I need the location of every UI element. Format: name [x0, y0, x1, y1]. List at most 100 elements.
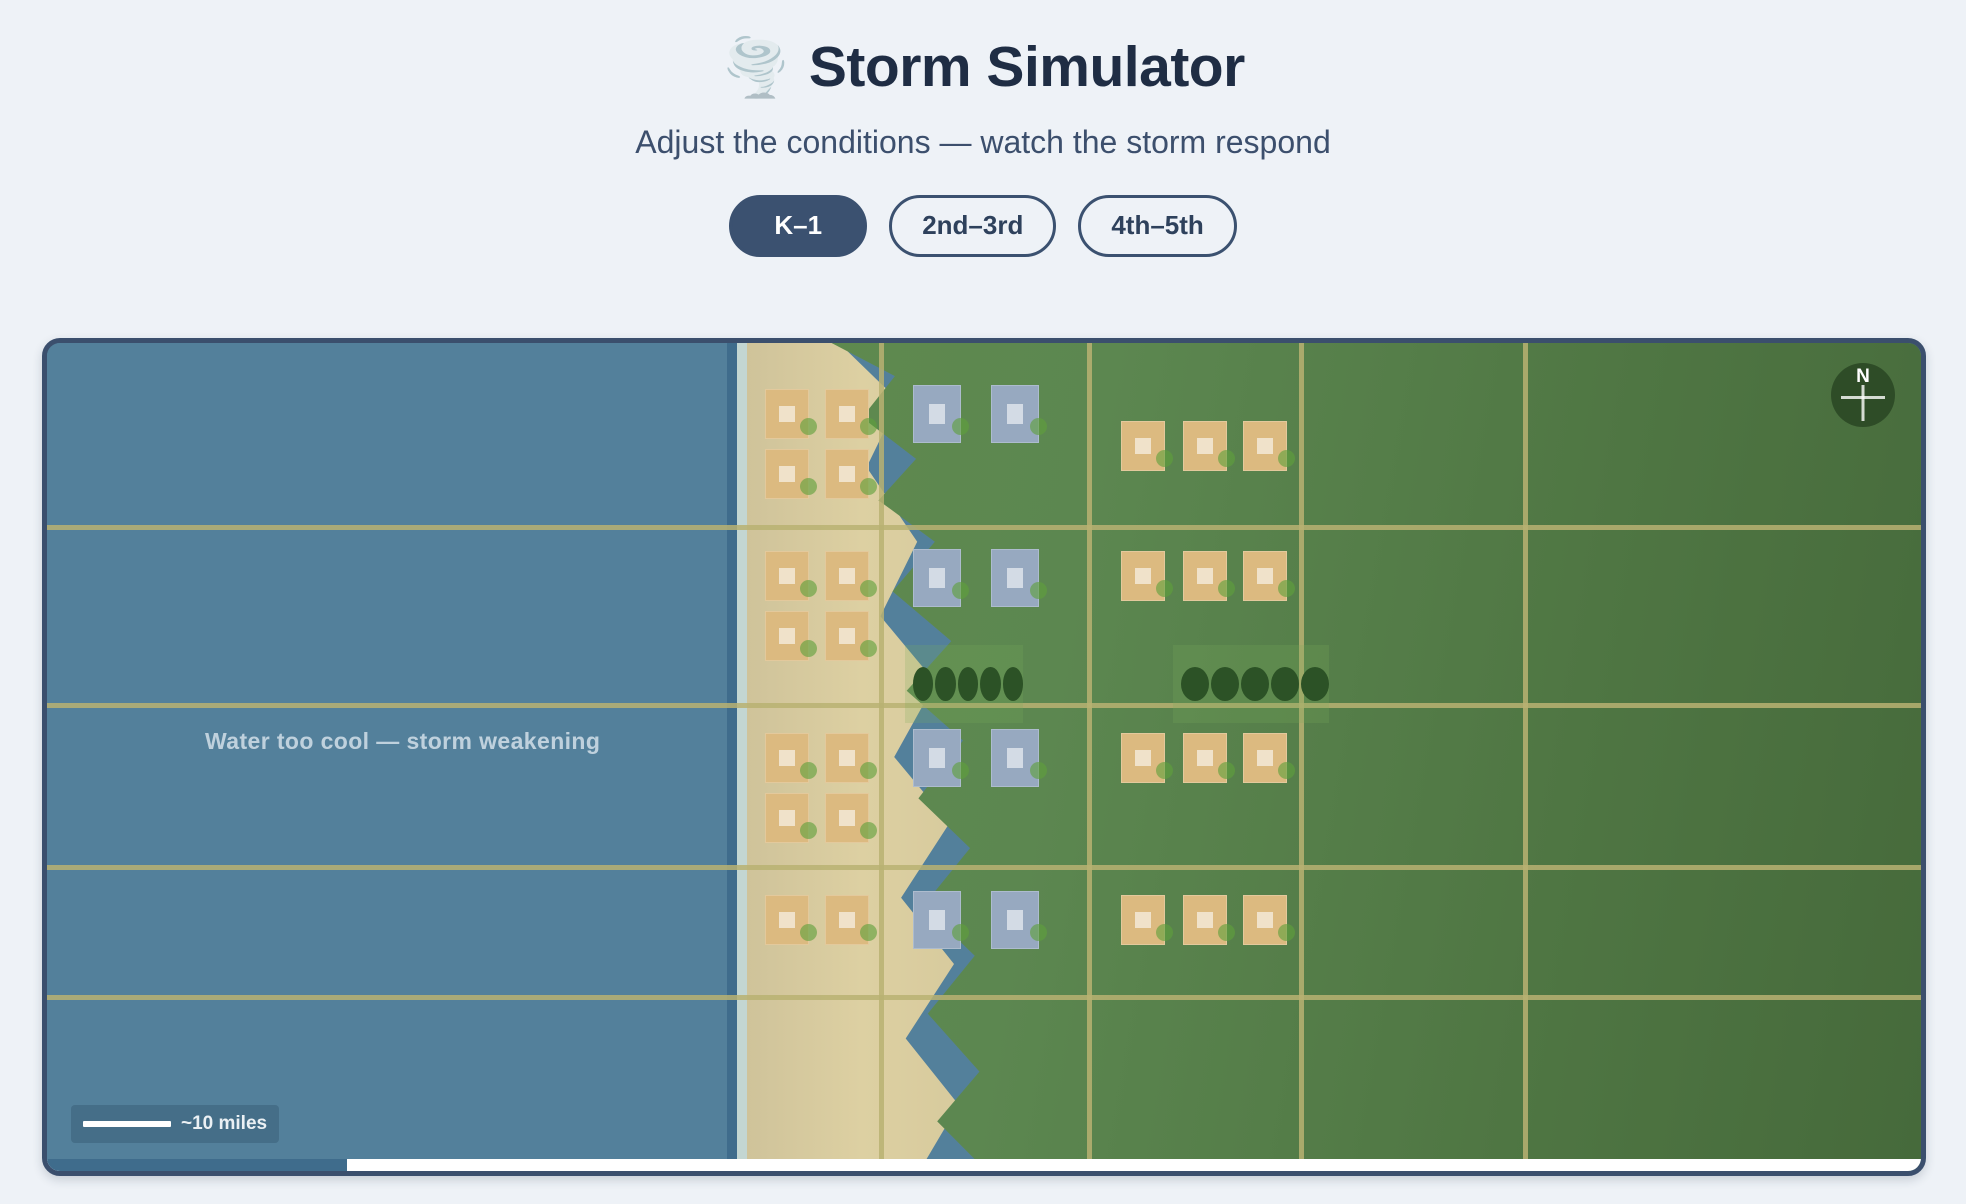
building-tan	[825, 449, 877, 499]
tree-icon	[957, 667, 979, 701]
building-roof	[1006, 568, 1024, 588]
road-vertical	[1523, 343, 1528, 1171]
title-row: 🌪️ Storm Simulator	[0, 35, 1966, 99]
map-bottom-band-water	[47, 1159, 347, 1171]
tree-icon	[1241, 667, 1269, 701]
road-horizontal	[47, 865, 1921, 870]
building-roof	[1257, 437, 1273, 455]
tree-icon	[980, 667, 1001, 701]
building-tan	[765, 551, 817, 601]
forest-patch	[1173, 645, 1329, 723]
building-roof	[1257, 567, 1273, 585]
scale-label: ~10 miles	[181, 1113, 268, 1134]
page-subtitle: Adjust the conditions — watch the storm …	[635, 123, 1331, 160]
building-roof	[1197, 911, 1213, 929]
building-tan	[1183, 421, 1235, 471]
road-horizontal	[47, 995, 1921, 1000]
building-tan	[1243, 733, 1295, 783]
building-roof	[779, 749, 795, 767]
building-gray	[991, 549, 1047, 607]
building-roof	[928, 568, 946, 588]
building-tan	[1121, 733, 1173, 783]
road-horizontal	[47, 525, 1921, 530]
building-tan	[1243, 551, 1295, 601]
map-bottom-band	[47, 1159, 1921, 1171]
building-tan	[825, 895, 877, 945]
building-tan	[1183, 733, 1235, 783]
building-tan	[1121, 421, 1173, 471]
scale-rule	[83, 1121, 171, 1127]
building-roof	[1135, 749, 1151, 767]
tree-icon	[913, 667, 934, 701]
storm-map[interactable]: N Water too cool — storm weakening ~10 m…	[42, 338, 1926, 1176]
tab-grade-k-1[interactable]: K–1	[729, 194, 868, 257]
building-tan	[1183, 895, 1235, 945]
building-roof	[1197, 437, 1213, 455]
building-roof	[839, 627, 855, 645]
forest-patch	[905, 645, 1024, 723]
building-tan	[765, 733, 817, 783]
building-tan	[765, 449, 817, 499]
tree-icon	[935, 667, 956, 701]
building-roof	[1197, 567, 1213, 585]
building-roof	[1257, 749, 1273, 767]
tree-icon	[1181, 667, 1209, 701]
tab-grade-4th-5th[interactable]: 4th–5th	[1078, 194, 1237, 257]
building-roof	[1197, 749, 1213, 767]
building-gray	[913, 891, 969, 949]
building-tan	[1121, 895, 1173, 945]
building-roof	[839, 567, 855, 585]
storm-status-message: Water too cool — storm weakening	[205, 728, 601, 754]
tree-icon	[1301, 667, 1329, 701]
building-roof	[1006, 748, 1024, 768]
map-scale-bar: ~10 miles	[71, 1105, 280, 1143]
building-roof	[928, 910, 946, 930]
building-tan	[765, 389, 817, 439]
building-roof	[1006, 404, 1024, 424]
tree-icon	[1002, 667, 1024, 701]
building-tan	[765, 611, 817, 661]
tornado-icon: 🌪️	[721, 35, 791, 99]
map-canvas: N Water too cool — storm weakening ~10 m…	[47, 343, 1921, 1171]
building-roof	[839, 911, 855, 929]
building-roof	[839, 465, 855, 483]
road-vertical	[1087, 343, 1092, 1171]
building-gray	[913, 549, 969, 607]
building-roof	[779, 911, 795, 929]
building-gray	[913, 385, 969, 443]
building-roof	[839, 749, 855, 767]
building-tan	[825, 551, 877, 601]
ocean-region	[47, 343, 847, 1171]
building-tan	[825, 389, 877, 439]
building-tan	[1243, 895, 1295, 945]
page-header: 🌪️ Storm Simulator Adjust the conditions…	[0, 0, 1966, 257]
building-roof	[779, 809, 795, 827]
compass-north-label: N	[1856, 366, 1870, 387]
compass-rose-icon: N	[1831, 363, 1895, 427]
building-tan	[765, 895, 817, 945]
building-roof	[779, 627, 795, 645]
grade-level-tabs: K–1 2nd–3rd 4th–5th	[0, 194, 1966, 257]
building-tan	[825, 733, 877, 783]
building-gray	[991, 385, 1047, 443]
building-gray	[913, 729, 969, 787]
tab-grade-2nd-3rd[interactable]: 2nd–3rd	[889, 194, 1057, 257]
building-tan	[825, 611, 877, 661]
building-roof	[1135, 911, 1151, 929]
building-roof	[928, 748, 946, 768]
building-roof	[779, 465, 795, 483]
building-roof	[779, 567, 795, 585]
tree-icon	[1211, 667, 1239, 701]
tree-icon	[1271, 667, 1299, 701]
building-roof	[839, 809, 855, 827]
compass-needle-vertical	[1861, 385, 1865, 421]
building-tan	[1121, 551, 1173, 601]
building-tan	[1183, 551, 1235, 601]
building-tan	[1243, 421, 1295, 471]
building-roof	[1135, 437, 1151, 455]
building-tan	[825, 793, 877, 843]
building-gray	[991, 891, 1047, 949]
building-roof	[839, 405, 855, 423]
road-vertical	[879, 343, 884, 1171]
